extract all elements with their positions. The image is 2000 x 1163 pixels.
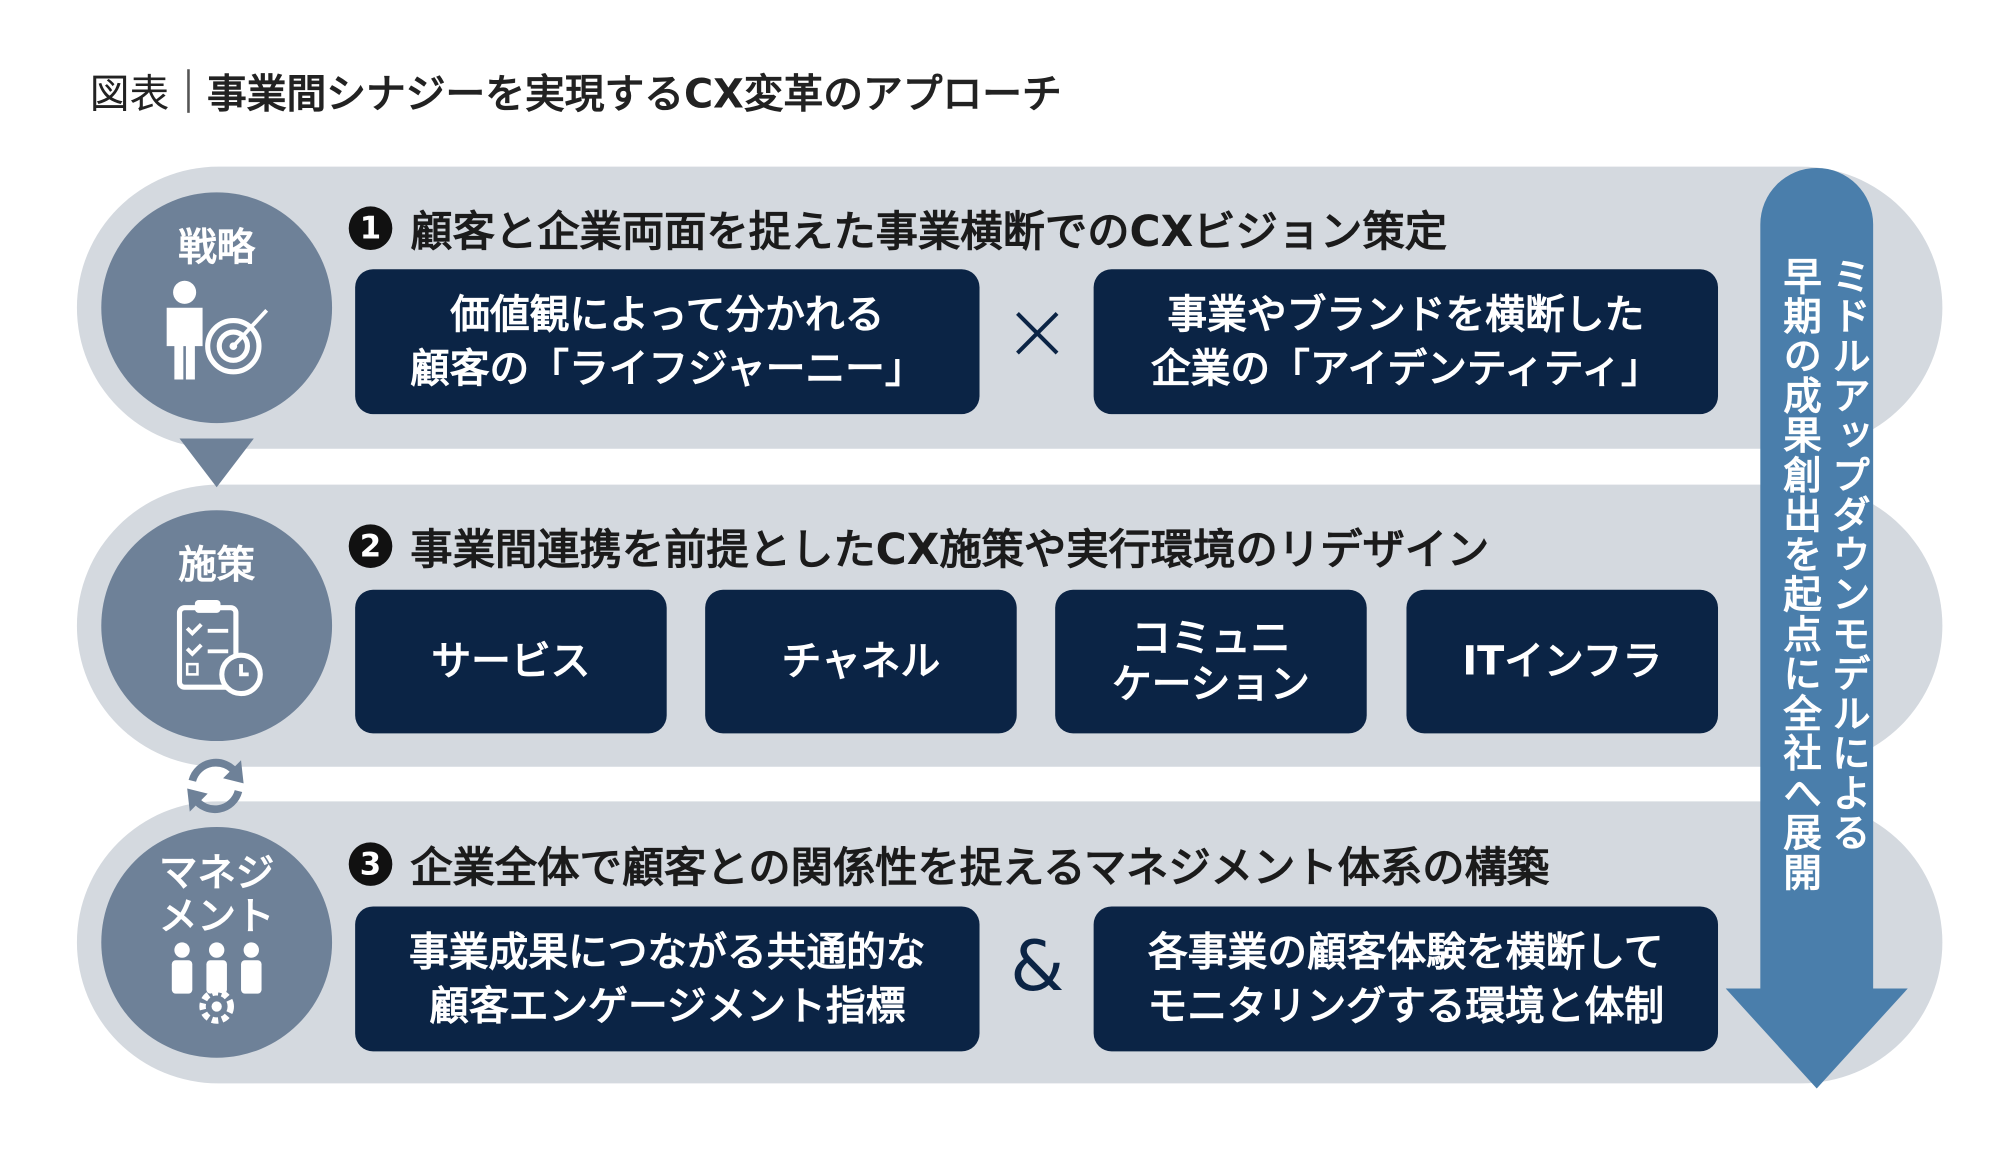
figure-main-title: 事業間シナジーを実現するCX変革のアプローチ [207, 71, 1062, 118]
stage-circle-measures: 施策 [101, 510, 333, 742]
arrow-text-line2: 早期の成果創出を起点に全社へ展開 [1775, 256, 1821, 893]
team-gear-icon [171, 942, 262, 1024]
box-channel: チャネル [705, 589, 1017, 734]
box-service: サービス [355, 589, 667, 734]
clipboard-checklist-icon [176, 600, 263, 697]
box-communication: コミュニ ケーション [1055, 589, 1367, 734]
step-number-badge: 2 [348, 524, 393, 568]
box-monitoring: 各事業の顧客体験を横断して モニタリングする環境と体制 [1093, 906, 1719, 1052]
cycle-arrows-icon [187, 758, 244, 814]
person-target-icon [166, 280, 269, 380]
step-number-badge: 3 [348, 842, 393, 886]
step-number-badge: 1 [348, 206, 393, 251]
stage-label: マネジ メント [158, 851, 275, 940]
heading-text: 企業全体で顧客との関係性を捉えるマネジメント体系の構築 [410, 842, 1550, 893]
down-triangle-icon [179, 438, 254, 488]
figure-label: 図表 [89, 71, 170, 118]
box-it-infra: ITインフラ [1406, 589, 1719, 734]
box-identity: 事業やブランドを横断した 企業の「アイデンティティ」 [1093, 269, 1719, 415]
figure-title: 図表 事業間シナジーを実現するCX変革のアプローチ [90, 62, 1062, 120]
stage-heading-2: 2 事業間連携を前提としたCX施策や実行環境のリデザイン [348, 515, 1490, 577]
arrow-text-line1: ミドルアップダウンモデルによる [1824, 256, 1870, 853]
ampersand-operator: & [1010, 925, 1065, 1007]
title-divider [187, 68, 190, 113]
stage-heading-3: 3 企業全体で顧客との関係性を捉えるマネジメント体系の構築 [348, 833, 1550, 895]
stage-heading-1: 1 顧客と企業両面を捉えた事業横断でのCXビジョン策定 [348, 197, 1448, 259]
stage-circle-management: マネジ メント [101, 826, 333, 1058]
downward-arrow [1725, 167, 1908, 1089]
box-life-journey: 価値観によって分かれる 顧客の「ライフジャーニー」 [355, 269, 980, 415]
box-engagement-kpi: 事業成果につながる共通的な 顧客エンゲージメント指標 [355, 906, 980, 1052]
stage-circle-strategy: 戦略 [101, 192, 333, 424]
stage-label: 戦略 [178, 225, 256, 271]
heading-text: 事業間連携を前提としたCX施策や実行環境のリデザイン [410, 524, 1490, 575]
heading-text: 顧客と企業両面を捉えた事業横断でのCXビジョン策定 [410, 206, 1448, 257]
stage-label: 施策 [178, 543, 256, 589]
times-operator: × [1002, 284, 1072, 380]
